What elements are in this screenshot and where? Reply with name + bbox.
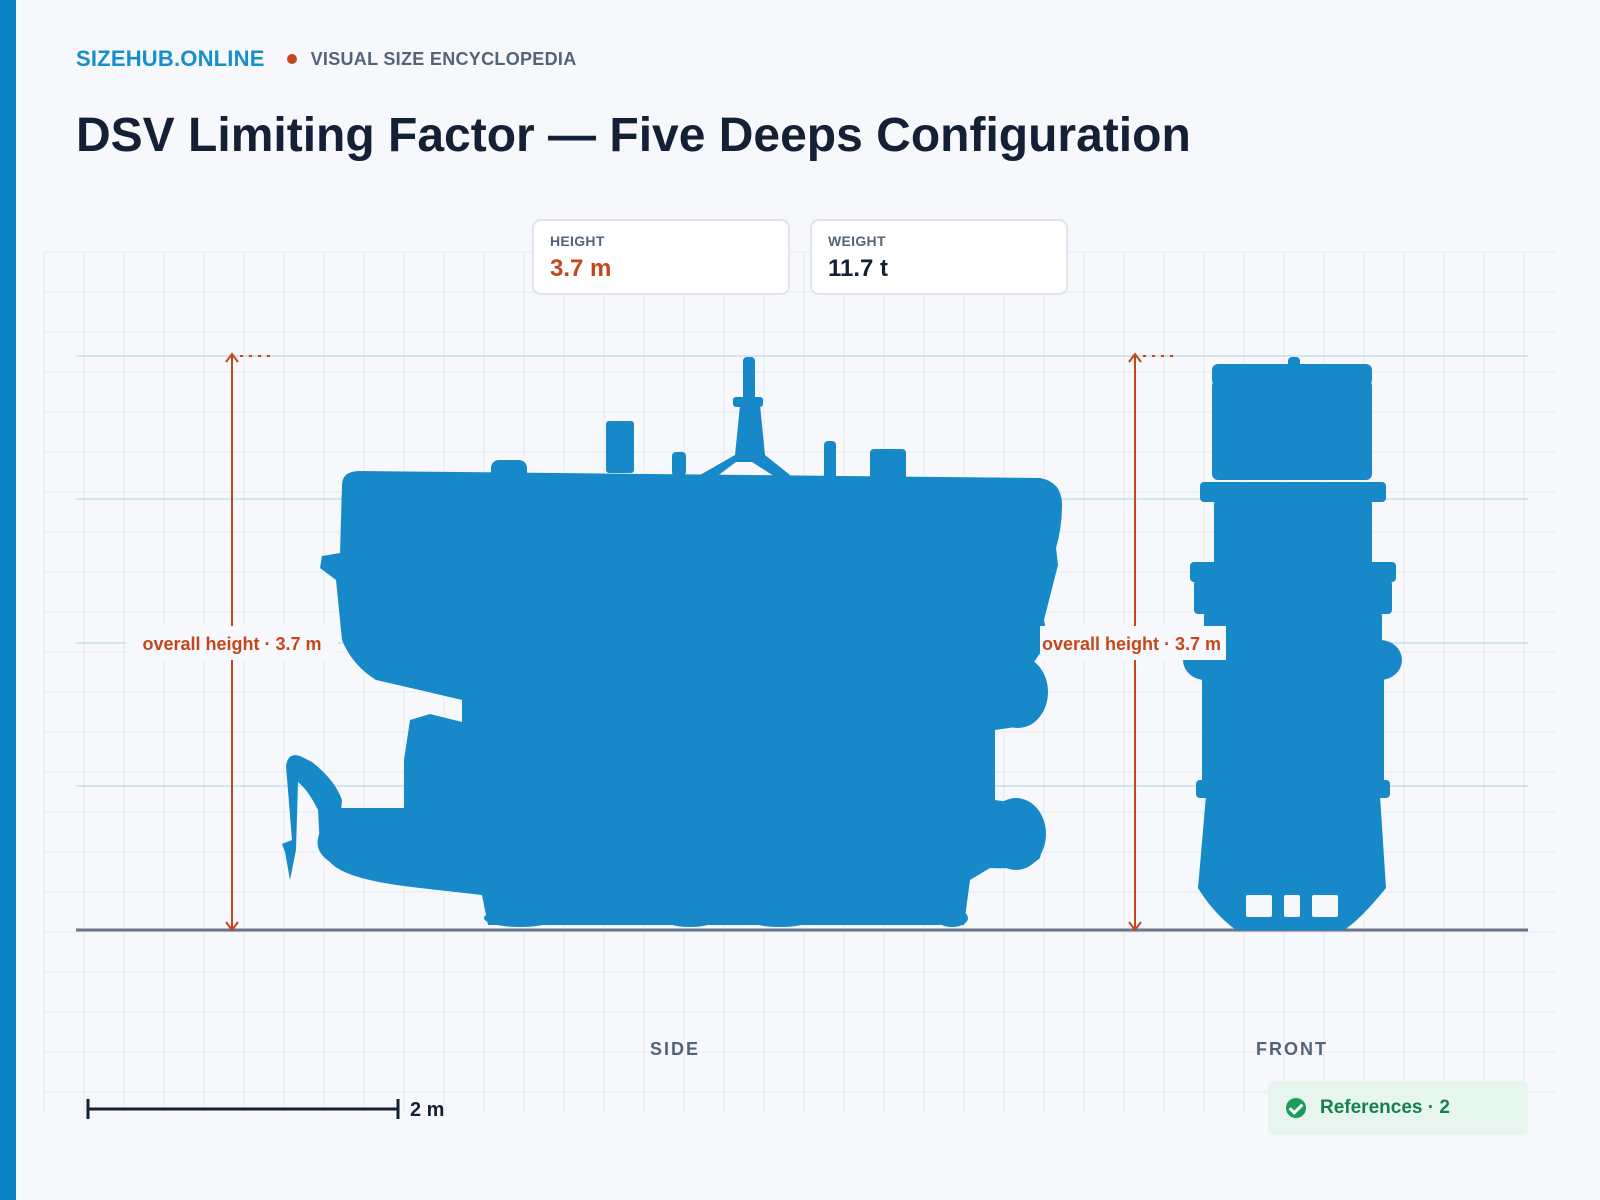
dimension-label-front: overall height · 3.7 m	[1042, 634, 1221, 654]
weight-stat-card: WEIGHT 11.7 t	[810, 219, 1068, 295]
height-stat-card: HEIGHT 3.7 m	[532, 219, 790, 295]
weight-stat-label: WEIGHT	[828, 233, 886, 249]
page-title: DSV Limiting Factor — Five Deeps Configu…	[76, 109, 1191, 162]
dimension-label-side-bg	[126, 626, 338, 660]
separator-dot-icon	[286, 54, 297, 64]
height-stat-value: 3.7 m	[550, 255, 612, 282]
check-circle-icon	[1286, 1098, 1306, 1118]
references-label: References · 2	[1320, 1097, 1450, 1118]
front-view-silhouette	[1183, 357, 1402, 930]
scale-bar-label: 2 m	[410, 1099, 445, 1121]
front-view-label: FRONT	[1256, 1039, 1328, 1059]
brand-row: SIZEHUB.ONLINE VISUAL SIZE ENCYCLOPEDIA	[76, 46, 577, 72]
accent-bar	[0, 0, 16, 1200]
side-view-label: SIDE	[649, 1039, 701, 1059]
scale-bar	[86, 1099, 400, 1119]
dimension-label-front-bg	[1040, 626, 1226, 660]
height-stat-label: HEIGHT	[550, 233, 605, 249]
site-tagline: VISUAL SIZE ENCYCLOPEDIA	[310, 48, 577, 69]
dimension-label-side: overall height · 3.7 m	[142, 634, 321, 654]
references-button[interactable]: References · 2	[1268, 1081, 1528, 1135]
dimension-label-front-clip: overall height · 3.7 m	[1042, 634, 1221, 654]
site-brand-link[interactable]: SIZEHUB.ONLINE	[76, 46, 265, 71]
weight-stat-value: 11.7 t	[828, 255, 889, 282]
front-view-cutouts	[1246, 895, 1338, 917]
side-view-silhouette	[282, 357, 1062, 927]
